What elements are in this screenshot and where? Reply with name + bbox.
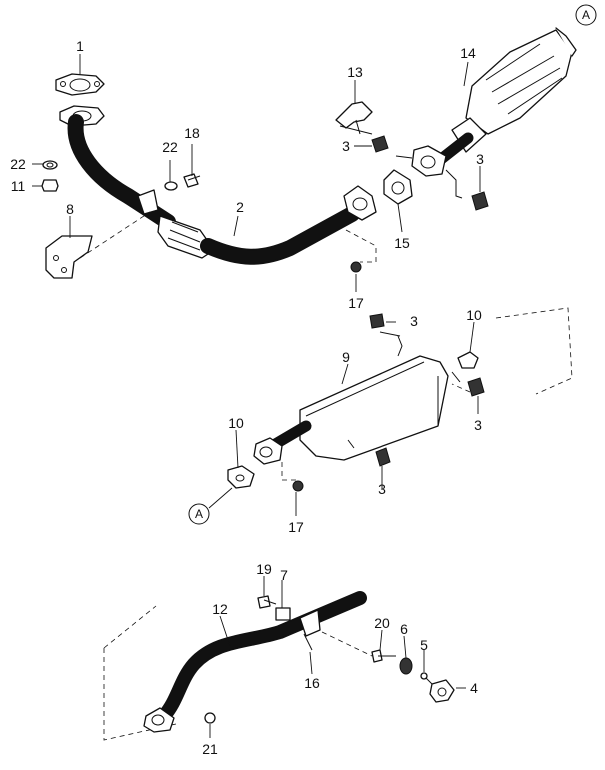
rubber-hanger-part-3d [375, 447, 391, 467]
reference-marker-mid-label: A [195, 507, 203, 521]
callout-22a: 22 [10, 156, 26, 172]
callout-15: 15 [394, 235, 410, 251]
gasket-part-1 [55, 73, 105, 96]
leader-lines [32, 54, 481, 738]
callout-17a: 17 [348, 295, 364, 311]
callout-2: 2 [236, 199, 244, 215]
callout-21: 21 [202, 741, 218, 757]
callout-10a: 10 [228, 415, 244, 431]
bolt-part-20 [371, 649, 396, 663]
rubber-hanger-part-3a [371, 135, 389, 153]
callout-3c: 3 [410, 313, 418, 329]
rear-section [103, 591, 455, 741]
main-muffler-part-9 [253, 331, 461, 465]
hanger-bracket-part-13 [335, 101, 373, 135]
nut-part-21 [204, 712, 216, 724]
callout-7: 7 [280, 567, 288, 583]
bolt-part-18 [183, 173, 201, 188]
hanger-part-4 [429, 679, 455, 703]
callout-3a: 3 [342, 138, 350, 154]
callout-1: 1 [76, 38, 84, 54]
callout-6: 6 [400, 621, 408, 637]
gasket-part-15 [383, 169, 413, 205]
rubber-hanger-part-3c [369, 313, 385, 329]
bracket-part-7 [275, 607, 291, 621]
catalytic-converter-part-14 [395, 27, 577, 199]
callout-12: 12 [212, 601, 228, 617]
callout-3d: 3 [378, 481, 386, 497]
callout-14: 14 [460, 45, 476, 61]
callout-10b: 10 [466, 307, 482, 323]
callout-9: 9 [342, 349, 350, 365]
callout-8: 8 [66, 201, 74, 217]
callout-3b: 3 [476, 151, 484, 167]
bracket-part-10a [227, 465, 255, 489]
callout-17b: 17 [288, 519, 304, 535]
nut-part-11 [41, 179, 59, 192]
rubber-hanger-part-3e [467, 377, 485, 397]
nut-part-17b [292, 480, 304, 492]
bolt-part-5 [420, 672, 433, 685]
callout-3e: 3 [474, 417, 482, 433]
front-section [41, 27, 577, 279]
callout-5: 5 [420, 637, 428, 653]
callout-labels: 1 22 11 8 22 18 2 13 3 14 3 15 17 3 10 9… [10, 38, 484, 757]
clamp-part-16 [303, 633, 313, 651]
callout-20: 20 [374, 615, 390, 631]
washer-part-6 [399, 657, 413, 675]
tail-pipe-part-12 [143, 591, 367, 733]
reference-marker-mid: A [188, 487, 233, 525]
callout-11: 11 [11, 178, 26, 194]
bolt-part-19 [257, 595, 277, 609]
front-pipe-part-2 [59, 105, 377, 265]
callout-13: 13 [347, 64, 363, 80]
nut-part-22a [42, 160, 58, 170]
nut-part-17a [350, 261, 362, 273]
callout-4: 4 [470, 680, 478, 696]
muffler-section [227, 307, 573, 492]
reference-marker-top: A [575, 4, 597, 26]
callout-18: 18 [184, 125, 200, 141]
washer-part-22b [164, 181, 178, 191]
rubber-hanger-part-3b [471, 191, 489, 211]
bracket-part-10b [457, 351, 479, 369]
callout-22b: 22 [162, 139, 178, 155]
callout-16: 16 [304, 675, 320, 691]
callout-19: 19 [256, 561, 272, 577]
bracket-part-8 [45, 235, 93, 279]
reference-marker-top-label: A [582, 8, 590, 22]
